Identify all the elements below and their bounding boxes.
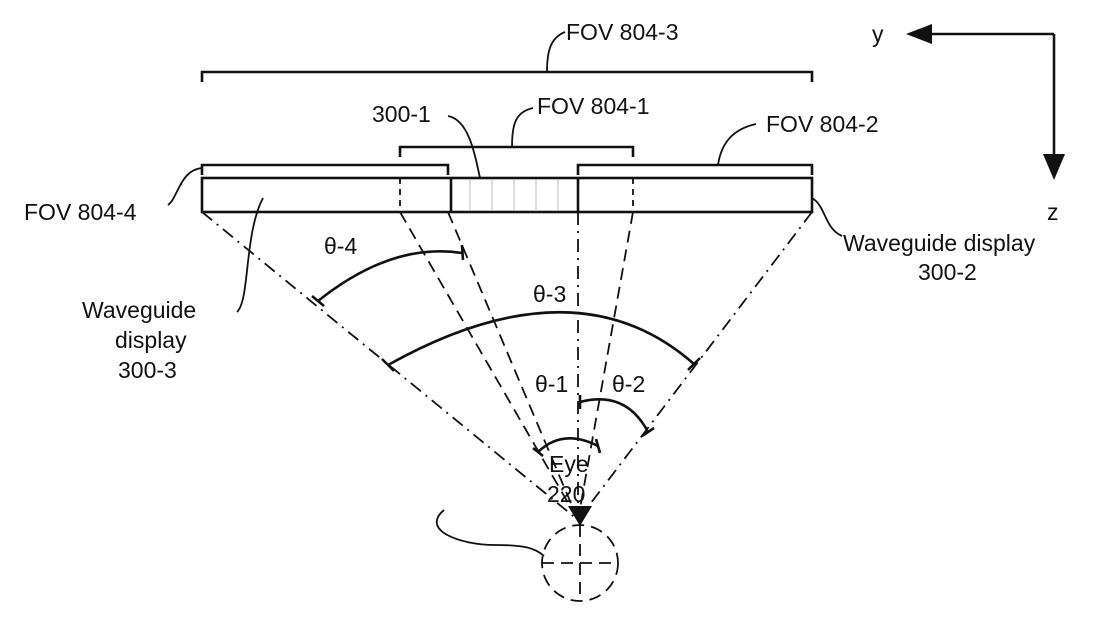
fov-804-1-label: FOV 804-1 [537, 93, 650, 119]
ray-right-outer [577, 211, 813, 521]
bracket-fov-804-4 [200, 163, 450, 175]
ray-fov-804-1-left [399, 211, 579, 521]
y-arrowhead-icon [906, 24, 932, 44]
arc-theta-2 [579, 398, 650, 433]
leader-300-1 [447, 115, 481, 179]
arc-theta-2-tick-right [641, 426, 655, 438]
leader-eye-220 [435, 509, 545, 557]
arc-theta-1-tick-left [532, 446, 544, 458]
fov-brackets: FOV 804-3 FOV 804-1 FOV 804-2 FOV 804-4 [24, 19, 879, 225]
eye-label-line2: 220 [547, 481, 585, 507]
field-of-view-rays [201, 211, 813, 521]
theta-2-label: θ-2 [612, 371, 645, 397]
theta-4-label: θ-4 [324, 233, 357, 259]
z-arrowhead-icon [1043, 154, 1065, 180]
waveguide-assembly [200, 176, 814, 214]
bracket-fov-804-2 [576, 163, 814, 175]
angle-arcs: θ-4 θ-3 θ-1 θ-2 [311, 233, 701, 458]
arc-theta-4-tick-left [311, 295, 325, 307]
ray-fov-804-1-right [577, 211, 634, 521]
bracket-fov-804-3 [200, 70, 814, 82]
eye: Eye 220 [435, 451, 619, 602]
waveguide-300-3-label-line1: Waveguide [82, 297, 196, 323]
axis-y-label: y [872, 21, 884, 47]
waveguide-300-3-label-line2: display [115, 327, 187, 353]
fov-804-2-label: FOV 804-2 [766, 111, 879, 137]
theta-1-label: θ-1 [535, 371, 568, 397]
arc-theta-1-tick-right [594, 438, 602, 454]
coordinate-axes: y z [872, 21, 1065, 225]
arc-theta-3-tick-right [687, 357, 701, 371]
waveguide-300-3-label-line3: 300-3 [118, 357, 177, 383]
leader-fov-804-4 [167, 167, 203, 206]
arc-theta-3-tick-left [381, 358, 395, 372]
waveguide-displays: 300-1 Waveguide display 300-2 Waveguide … [82, 101, 1036, 383]
waveguide-300-2-label-line1: Waveguide display [843, 230, 1036, 256]
axis-z-label: z [1047, 199, 1059, 225]
bracket-fov-804-1 [398, 145, 635, 157]
leader-fov-804-1 [511, 107, 534, 148]
leader-300-2 [811, 197, 843, 237]
waveguide-300-2-label-line2: 300-2 [918, 259, 977, 285]
theta-3-label: θ-3 [533, 281, 566, 307]
display-300-1-label: 300-1 [372, 101, 431, 127]
eye-label-line1: Eye [549, 451, 589, 477]
arc-theta-3 [387, 311, 695, 367]
leader-fov-804-2 [717, 123, 757, 166]
arc-theta-4 [317, 249, 463, 303]
center-display-texture [469, 180, 559, 210]
arc-theta-1 [537, 436, 599, 453]
fov-804-4-label: FOV 804-4 [24, 199, 137, 225]
eye-focus-arrow-icon [568, 506, 592, 526]
fov-804-3-label: FOV 804-3 [566, 19, 679, 45]
leader-fov-804-3 [546, 31, 566, 73]
arc-theta-4-tick-right [460, 244, 465, 261]
leader-300-3 [236, 197, 264, 313]
